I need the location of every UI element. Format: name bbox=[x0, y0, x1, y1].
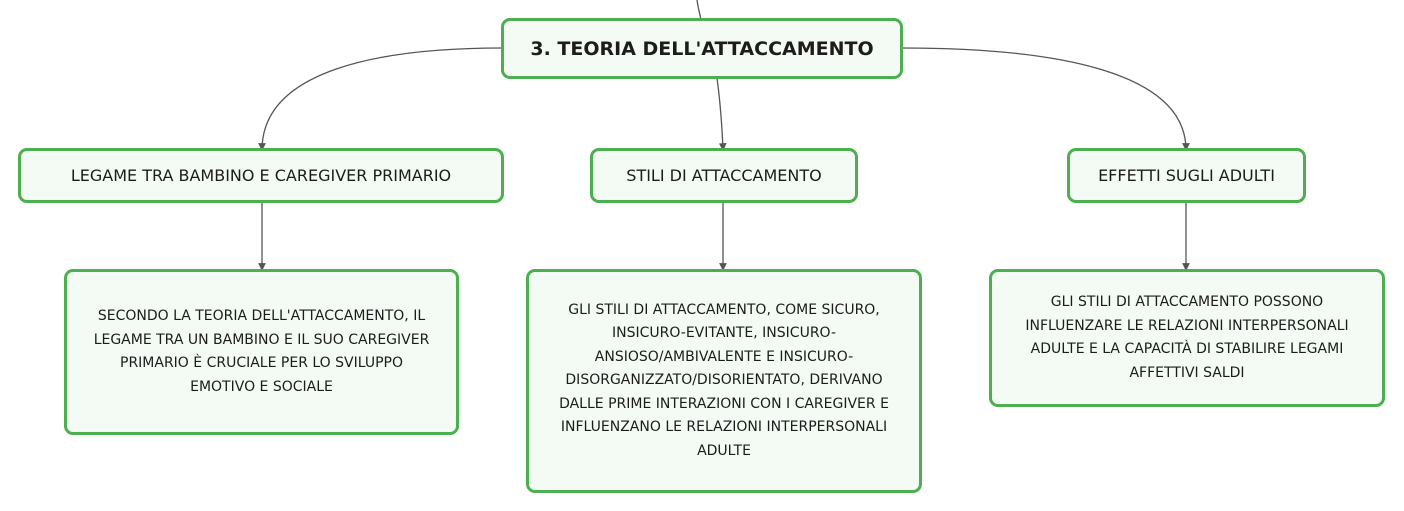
branch-topic-label: LEGAME TRA BAMBINO E CAREGIVER PRIMARIO bbox=[70, 166, 452, 185]
branch-topic-caregiver-bond[interactable]: LEGAME TRA BAMBINO E CAREGIVER PRIMARIO bbox=[18, 148, 504, 203]
detail-topic-adult-effects[interactable]: GLI STILI DI ATTACCAMENTO POSSONO INFLUE… bbox=[989, 269, 1385, 407]
detail-topic-text: SECONDO LA TEORIA DELL'ATTACCAMENTO, IL … bbox=[93, 308, 430, 395]
connector-root-to-branch-2 bbox=[716, 77, 727, 151]
branch-topic-attachment-styles[interactable]: STILI DI ATTACCAMENTO bbox=[590, 148, 858, 203]
root-topic-label: 3. TEORIA DELL'ATTACCAMENTO bbox=[530, 37, 874, 60]
branch-topic-label: STILI DI ATTACCAMENTO bbox=[626, 166, 822, 185]
connector-root-to-branch-3 bbox=[901, 47, 1190, 151]
connector-parent-to-root bbox=[696, 0, 702, 21]
branch-topic-adult-effects[interactable]: EFFETTI SUGLI ADULTI bbox=[1067, 148, 1306, 203]
detail-topic-attachment-styles[interactable]: GLI STILI DI ATTACCAMENTO, COME SICURO, … bbox=[526, 269, 922, 493]
connector-root-to-branch-1 bbox=[258, 47, 503, 151]
detail-topic-caregiver-bond[interactable]: SECONDO LA TEORIA DELL'ATTACCAMENTO, IL … bbox=[64, 269, 459, 435]
branch-topic-label: EFFETTI SUGLI ADULTI bbox=[1098, 166, 1275, 185]
detail-topic-text: GLI STILI DI ATTACCAMENTO POSSONO INFLUE… bbox=[1025, 294, 1349, 381]
root-topic[interactable]: 3. TEORIA DELL'ATTACCAMENTO bbox=[501, 18, 903, 79]
detail-topic-text: GLI STILI DI ATTACCAMENTO, COME SICURO, … bbox=[559, 301, 889, 459]
